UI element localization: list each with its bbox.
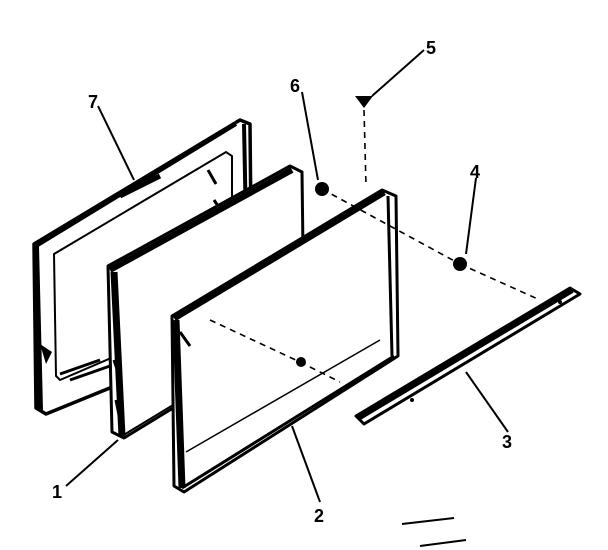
callout-6: 6 (290, 76, 300, 96)
callout-4: 4 (470, 162, 480, 182)
leader-lines (65, 49, 509, 503)
callout-2: 2 (314, 506, 324, 526)
screw-part-5 (355, 96, 373, 108)
callout-7: 7 (88, 92, 98, 112)
assembly-lines (209, 109, 541, 383)
door-handle (354, 286, 582, 426)
callout-5: 5 (426, 38, 436, 58)
callout-3: 3 (502, 432, 512, 452)
scan-marks (401, 517, 467, 547)
callout-1: 1 (52, 482, 62, 502)
front-door-panel (170, 188, 400, 494)
